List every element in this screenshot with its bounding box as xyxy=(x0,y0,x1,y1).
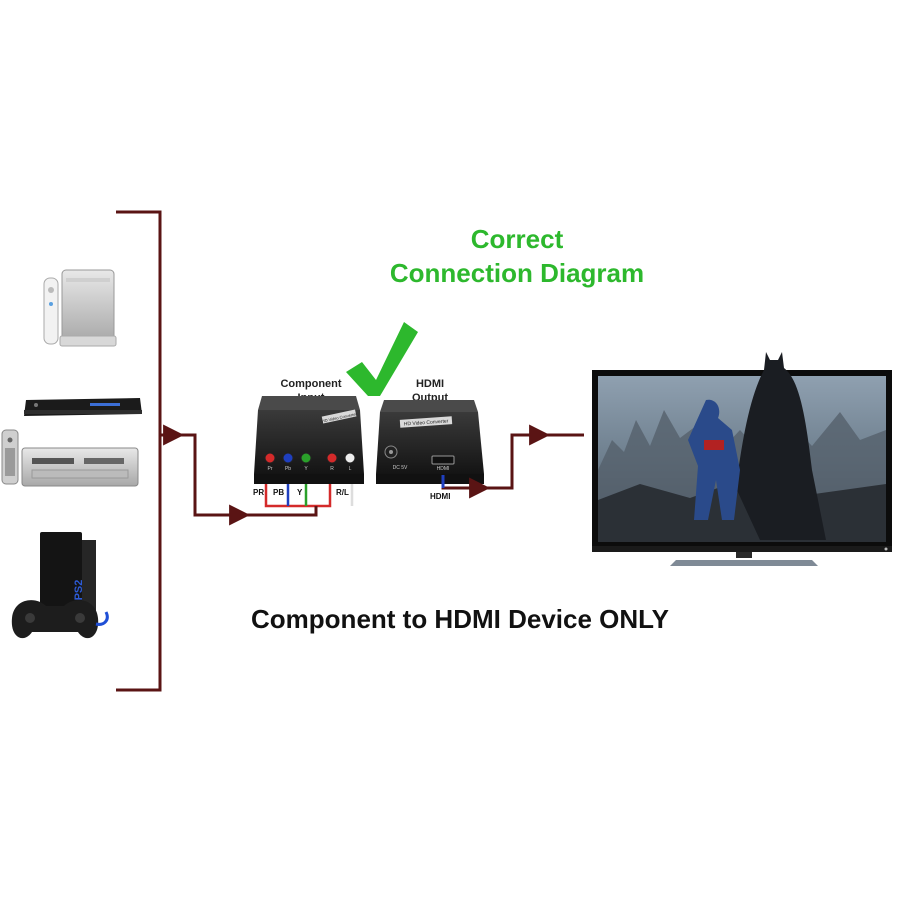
dc-port-label: DC 5V xyxy=(393,465,408,471)
hdmi-caption-line-1: HDMI xyxy=(416,378,444,390)
component-caption-line-1: Component xyxy=(280,378,341,390)
device-bracket xyxy=(116,210,162,692)
blu-ray-player-icon xyxy=(24,398,142,416)
right-panel-label: HD Video Converter xyxy=(404,418,449,427)
svg-text:PS2: PS2 xyxy=(73,580,85,601)
cable-label-y: Y xyxy=(297,488,303,497)
component-converter-box: HD Video Converter Pr Pb Y R L xyxy=(254,396,364,484)
dvd-vcr-combo-icon xyxy=(1,429,139,487)
source-cable-in xyxy=(160,433,252,517)
port-label-r: R xyxy=(330,466,334,472)
port-label-y: Y xyxy=(304,466,308,472)
cable-label-pb: PB xyxy=(273,488,284,497)
game-console-icon xyxy=(43,269,117,347)
port-label-pr: Pr xyxy=(268,466,273,472)
television-icon xyxy=(592,352,892,566)
checkmark-icon xyxy=(346,322,418,396)
title-line-1: Correct xyxy=(471,224,564,254)
cable-label-pr: PR xyxy=(253,488,264,497)
title-line-2: Connection Diagram xyxy=(390,258,644,288)
footer-caption: Component to HDMI Device ONLY xyxy=(251,604,669,634)
hdmi-port-label: HDMI xyxy=(437,466,450,472)
port-label-pb: Pb xyxy=(285,466,291,472)
port-label-l: L xyxy=(349,466,352,472)
hdmi-converter-box: HD Video Converter DC 5V HDMI xyxy=(376,400,484,484)
component-cables xyxy=(252,484,354,517)
ps2-console-icon: PS2 xyxy=(11,532,109,639)
cable-label-rl: R/L xyxy=(336,488,349,497)
cable-label-hdmi: HDMI xyxy=(430,492,450,501)
